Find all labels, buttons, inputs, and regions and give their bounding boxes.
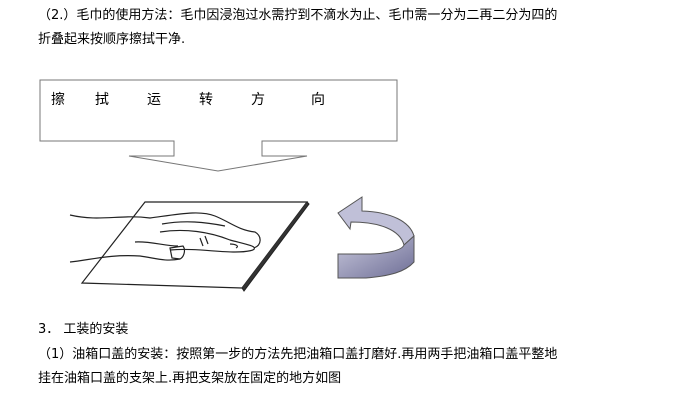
callout-char: 擦 bbox=[51, 92, 65, 108]
section-heading: 3． 工装的安装 bbox=[38, 322, 129, 337]
callout-char: 向 bbox=[311, 92, 325, 108]
rotation-arrow-icon bbox=[337, 196, 415, 279]
callout-char: 运 bbox=[147, 92, 161, 108]
section-text-line1: （1）油箱口盖的安装：按照第一步的方法先把油箱口盖打磨好.再用两手把油箱口盖平整… bbox=[38, 347, 558, 362]
callout-char: 拭 bbox=[95, 92, 109, 108]
section-text-line2: 挂在油箱口盖的支架上.再把支架放在固定的地方如图 bbox=[38, 371, 342, 386]
paragraph-towel-usage-line1: （2.）毛巾的使用方法：毛巾因浸泡过水需拧到不滴水为止、毛巾需一分为二再二分为四… bbox=[38, 8, 558, 23]
callout-char: 转 bbox=[199, 92, 213, 108]
callout-box-arrow bbox=[39, 79, 398, 172]
wiping-board bbox=[80, 201, 310, 292]
callout-char: 方 bbox=[251, 92, 265, 108]
hand-illustration bbox=[69, 212, 261, 263]
paragraph-towel-usage-line2: 折叠起来按顺序擦拭干净. bbox=[38, 32, 186, 47]
